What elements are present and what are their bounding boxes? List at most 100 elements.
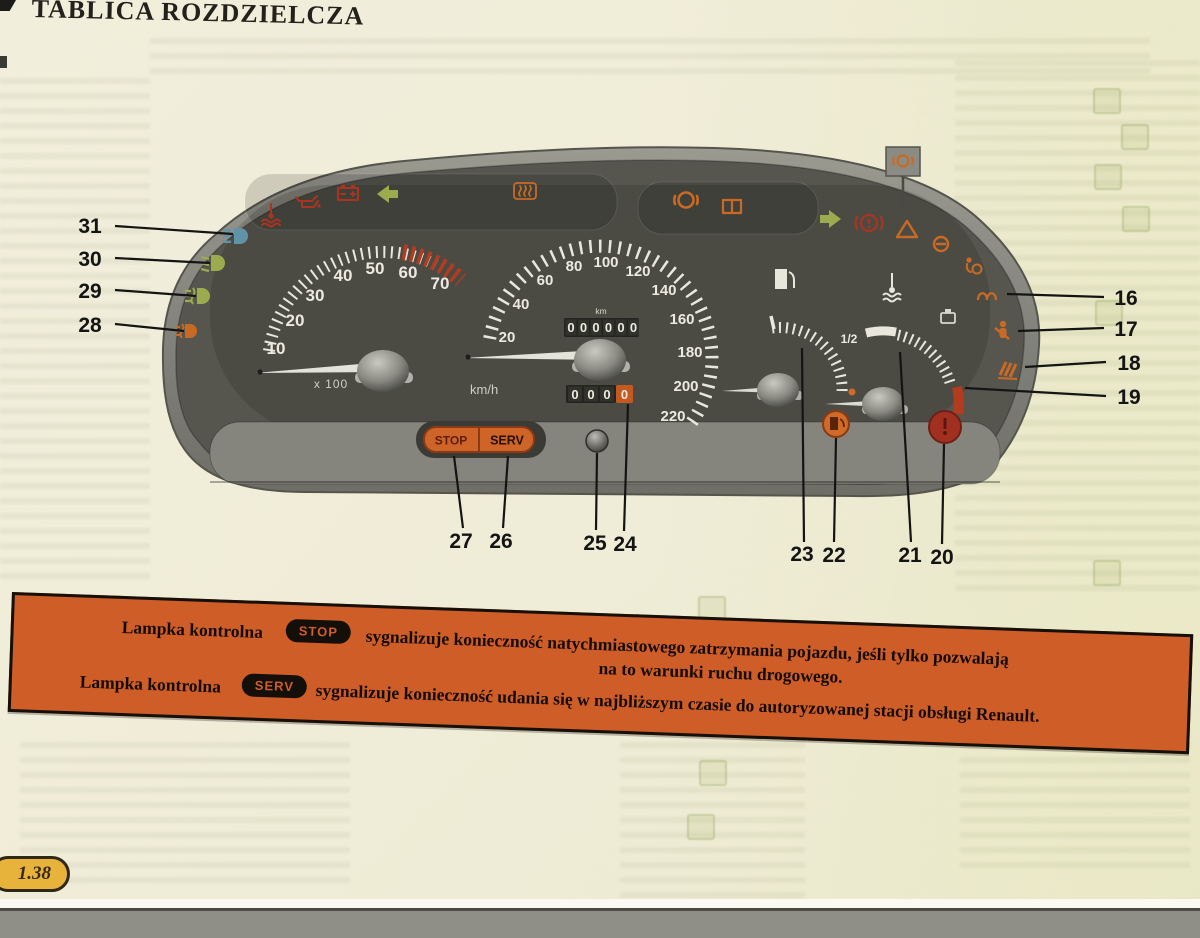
callout-29: 29 (78, 280, 101, 303)
trip-digit: 0 (603, 387, 610, 402)
speedometer-needle (463, 350, 600, 360)
callout-18: 18 (1117, 352, 1141, 375)
bleed-through-artifact (620, 742, 805, 917)
tacho-label: 20 (286, 311, 305, 330)
trip-reset-button (585, 429, 609, 453)
tachometer-needle (255, 362, 383, 373)
speedo-label: 20 (499, 329, 516, 346)
scan-band (0, 908, 1200, 938)
callout-22: 22 (822, 544, 845, 567)
bleed-through-artifact (1093, 560, 1121, 586)
callout-27: 27 (449, 530, 472, 553)
tachometer-red-zone (401, 244, 467, 287)
tacho-label: 50 (366, 259, 385, 278)
speedo-label: 220 (660, 408, 685, 425)
low-fuel-lamp (822, 410, 850, 438)
scan-band-highlight (0, 899, 1200, 908)
odometer-digit: 0 (592, 320, 599, 335)
serv-badge: SERV (241, 673, 308, 699)
speedo-label: 180 (677, 344, 702, 361)
tacho-label: 10 (267, 339, 286, 358)
odometer-digit: 0 (580, 320, 587, 335)
callout-31: 31 (78, 215, 102, 238)
warning-icon-book (721, 198, 743, 215)
fuel-pump-icon (775, 269, 795, 289)
coolant-level-icon (940, 309, 956, 324)
speedo-label: 40 (513, 296, 530, 313)
instrument-cluster-figure: 10 20 30 40 50 60 70 x 100 20 40 60 80 1… (78, 146, 1141, 569)
tacho-multiplier-label: x 100 (314, 377, 348, 391)
turn-left-indicator-icon (377, 185, 398, 203)
fuel-needle-hub (757, 373, 799, 407)
trip-digit: 0 (571, 387, 578, 402)
tacho-label: 60 (399, 263, 418, 282)
battery-warning-icon (337, 185, 359, 201)
bleed-through-artifact (960, 742, 1190, 872)
callout-19: 19 (1117, 386, 1140, 409)
bleed-through-artifact (1122, 206, 1150, 232)
stop-indicator: STOP (435, 434, 467, 448)
bleed-through-artifact (150, 38, 1150, 76)
temperature-gauge (825, 273, 964, 444)
rear-defrost-icon (513, 182, 537, 200)
bleed-through-artifact (1095, 300, 1123, 326)
scan-edge-artifact (0, 56, 7, 68)
temperature-needle-hub (862, 387, 904, 421)
fuel-gauge: 1/2 (722, 269, 858, 438)
callout-28: 28 (78, 314, 102, 337)
speedo-label: 140 (651, 282, 676, 299)
abs-warning-icon (932, 235, 950, 253)
odometer-digit: 0 (630, 320, 637, 335)
fuel-half-label: 1/2 (841, 332, 858, 346)
callout-24: 24 (613, 533, 637, 556)
bleed-through-artifact (20, 742, 350, 892)
page-number-tab: 1.38 (0, 856, 70, 892)
hazard-triangle-icon (895, 219, 919, 239)
tacho-label: 70 (431, 274, 450, 293)
speedo-label: 100 (593, 254, 618, 271)
abs-inset (885, 146, 921, 208)
fuel-empty-mark (848, 388, 856, 396)
bleed-through-artifact (1121, 124, 1149, 150)
callout-21: 21 (898, 544, 922, 567)
serv-indicator: SERV (490, 434, 524, 448)
low-beam-icon (200, 255, 225, 273)
odometer-digit: 0 (617, 320, 624, 335)
brake-warning-icon (854, 213, 884, 233)
airbag-warning-icon (965, 257, 983, 275)
callout-lines (114, 224, 1107, 545)
odometer-digit: 0 (567, 320, 574, 335)
speed-unit-label: km/h (470, 382, 498, 397)
bleed-through-artifact (699, 760, 727, 786)
speedo-label: 120 (625, 263, 650, 280)
odometer-digit: 0 (605, 320, 612, 335)
callout-20: 20 (930, 546, 953, 569)
trip-odometer: 0 0 0 0 (566, 385, 633, 403)
speedo-label: 80 (566, 258, 583, 275)
speedo-label: 160 (669, 311, 694, 328)
temperature-cold-block (864, 326, 897, 338)
callout-30: 30 (78, 248, 101, 271)
note-label-2: Lampka kontrolna (79, 671, 222, 697)
odometer: km 0 0 0 0 0 0 (564, 306, 639, 337)
speedometer: 20 40 60 80 100 120 140 160 180 200 220 … (463, 239, 719, 431)
tachometer-needle-hub (357, 350, 409, 392)
speedometer-needle-hub (574, 339, 626, 381)
seatbelt-warning-icon (994, 320, 1010, 340)
warning-lamps-note: Lampka kontrolna STOP sygnalizuje koniec… (7, 592, 1194, 755)
temperature-red-zone (952, 385, 964, 415)
abs-inset-icon (892, 154, 914, 168)
tacho-label: 30 (306, 286, 325, 305)
fuel-full-mark (769, 315, 776, 330)
oil-pressure-icon (295, 195, 321, 208)
heated-seat-icon (997, 361, 1018, 380)
callout-26: 26 (489, 530, 512, 553)
bleed-through-artifact (0, 78, 150, 588)
bleed-through-artifact (687, 814, 715, 840)
stop-badge: STOP (285, 618, 352, 645)
page-number: 1.38 (17, 863, 51, 884)
page-title: TABLICA ROZDZIELCZA (31, 0, 365, 31)
callout-23: 23 (790, 543, 813, 566)
warning-icon-ring (673, 191, 699, 209)
bleed-through-artifact (1093, 88, 1121, 114)
